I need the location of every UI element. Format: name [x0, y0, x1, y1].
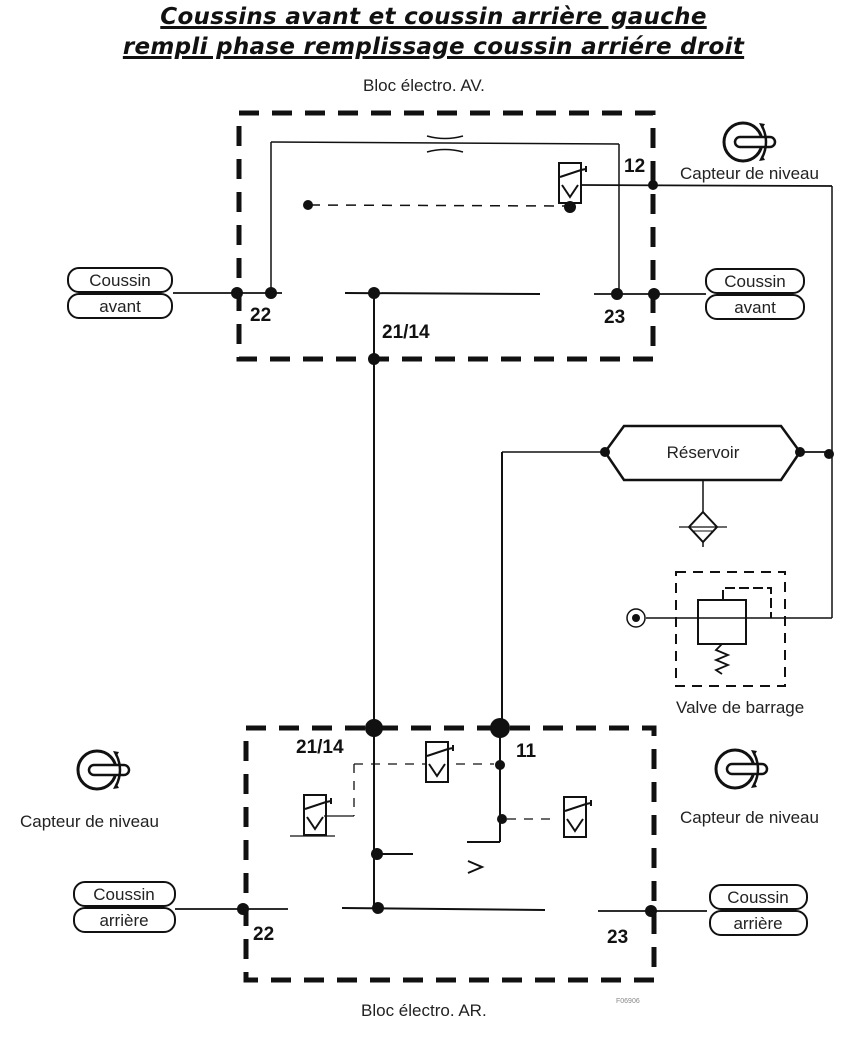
- reference-code: F06906: [616, 998, 640, 1005]
- rear-port-23: 23: [607, 927, 629, 948]
- rear-port-21-14: 21/14: [296, 737, 344, 758]
- filter-icon: [679, 510, 727, 547]
- cushion-front-left: Coussin avant: [67, 267, 173, 319]
- title-line-1: Coussins avant et coussin arrière gauche: [160, 4, 707, 30]
- level-sensor-icon: [714, 748, 769, 790]
- reservoir-label: Réservoir: [667, 443, 740, 462]
- level-sensor-icon: [722, 121, 777, 163]
- check-valve-icon: [467, 860, 485, 874]
- title-line-2: rempli phase remplissage coussin arriére…: [122, 34, 745, 60]
- svg-text:arrière: arrière: [733, 914, 782, 933]
- front-sensor-label: Capteur de niveau: [680, 164, 819, 183]
- rear-port-11: 11: [516, 741, 537, 762]
- pressure-valve-icon: [675, 571, 786, 687]
- svg-text:avant: avant: [99, 297, 141, 316]
- front-port-22: 22: [250, 305, 272, 326]
- restrictor-icon: [426, 135, 464, 153]
- valve-label: Valve de barrage: [676, 698, 805, 717]
- cushion-rear-left: Coussin arrière: [73, 881, 176, 933]
- solenoid-valve-icon: [425, 741, 454, 783]
- svg-text:avant: avant: [734, 298, 776, 317]
- front-port-12: 12: [624, 156, 646, 177]
- front-block-boundary: [236, 110, 656, 362]
- level-sensor-icon: [76, 749, 131, 791]
- svg-text:Coussin: Coussin: [89, 271, 150, 290]
- rear-block-boundary: [243, 725, 657, 983]
- cushion-rear-right: Coussin arrière: [709, 884, 808, 936]
- cushion-front-right: Coussin avant: [705, 268, 805, 320]
- rear-port-22: 22: [253, 924, 275, 945]
- solenoid-valve-icon: [563, 796, 592, 838]
- svg-text:Coussin: Coussin: [724, 272, 785, 291]
- front-port-21-14: 21/14: [382, 322, 430, 343]
- rear-left-sensor-label: Capteur de niveau: [20, 812, 159, 831]
- svg-text:Coussin: Coussin: [93, 885, 154, 904]
- solenoid-valve-icon: [303, 794, 332, 836]
- rear-right-sensor-label: Capteur de niveau: [680, 808, 819, 827]
- rear-block-label: Bloc électro. AR.: [361, 1001, 487, 1020]
- front-block-label: Bloc électro. AV.: [363, 76, 485, 95]
- solenoid-valve-icon: [558, 162, 587, 204]
- svg-text:Coussin: Coussin: [727, 888, 788, 907]
- front-port-23: 23: [604, 307, 626, 328]
- svg-text:arrière: arrière: [99, 911, 148, 930]
